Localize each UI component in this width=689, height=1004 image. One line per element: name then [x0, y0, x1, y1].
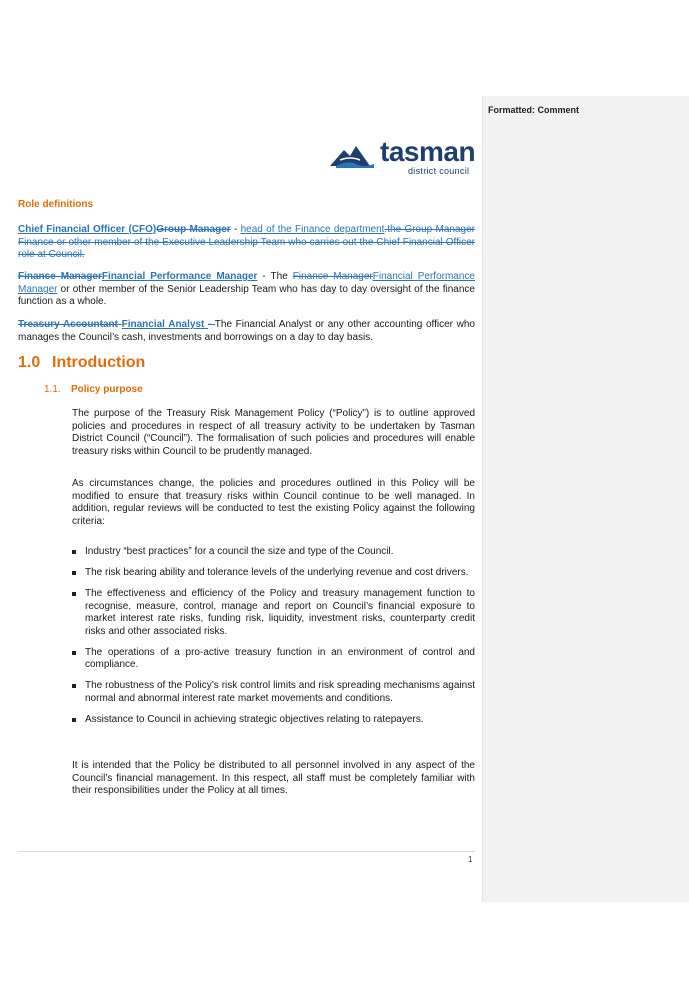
- bullet-square-icon: [72, 570, 76, 575]
- list-item-text: The robustness of the Policy’s risk cont…: [85, 680, 475, 704]
- bullet-square-icon: [72, 591, 76, 596]
- list-item-text: Industry “best practices” for a council …: [85, 546, 394, 557]
- subsection-title: Policy purpose: [71, 384, 143, 395]
- fpm-deleted-title: Finance Manager: [18, 271, 102, 282]
- list-item-text: The risk bearing ability and tolerance l…: [85, 566, 469, 578]
- bullet-square-icon: [72, 717, 76, 722]
- list-item: Assistance to Council in achieving strat…: [72, 714, 475, 727]
- page-number: 1: [468, 855, 473, 864]
- bullet-square-icon: [72, 650, 76, 655]
- list-item-text: The effectiveness and efficiency of the …: [85, 587, 475, 637]
- fa-inserted-title: Financial Analyst: [121, 319, 208, 330]
- logo-subtitle: district council: [408, 166, 470, 176]
- bullet-square-icon: [72, 684, 76, 689]
- fpm-deleted-ref: Finance Manager: [292, 271, 373, 282]
- document-page: [0, 0, 482, 1004]
- paragraph-distribution: It is intended that the Policy be distri…: [72, 760, 475, 797]
- list-item: Industry “best practices” for a council …: [72, 546, 475, 559]
- fa-rest: The Financial Analyst or any other accou…: [18, 319, 475, 343]
- fpm-rest: or other member of the Senior Leadership…: [18, 283, 475, 308]
- list-item-text: Assistance to Council in achieving strat…: [85, 713, 424, 725]
- paragraph-circumstances: As circumstances change, the policies an…: [72, 478, 475, 527]
- role-definitions-heading: Role definitions: [18, 199, 93, 210]
- subsection-number: 1.1.: [44, 384, 61, 395]
- section-title: Introduction: [52, 354, 146, 371]
- list-item-text: The operations of a pro-active treasury …: [85, 646, 475, 671]
- role-fpm-definition: Finance ManagerFinancial Performance Man…: [18, 271, 475, 309]
- comment-pane-header: Formatted: Comment: [488, 105, 580, 115]
- footer-divider: [18, 851, 475, 852]
- list-item: The operations of a pro-active treasury …: [72, 647, 475, 672]
- fpm-inserted-title: Financial Performance Manager: [101, 271, 258, 282]
- cfo-inserted-text: head of the Finance department: [240, 224, 385, 235]
- fpm-mid: - The: [257, 271, 293, 282]
- fa-deleted-title: Treasury Accountant: [18, 319, 122, 330]
- section-heading: 1.0 Introduction: [18, 354, 145, 372]
- cfo-dash: -: [230, 224, 241, 235]
- list-item: The risk bearing ability and tolerance l…: [72, 567, 475, 580]
- tasman-logo-icon: [330, 146, 374, 168]
- cfo-deleted-text: .the Group Manager Finance or other memb…: [18, 224, 476, 261]
- criteria-list: Industry “best practices” for a council …: [72, 546, 475, 735]
- logo-wordmark: tasman: [380, 136, 476, 167]
- comments-pane: [482, 96, 689, 902]
- fa-deleted-dash: -: [208, 319, 215, 330]
- cfo-deleted-title: Group Manager: [156, 224, 231, 235]
- role-cfo-definition: Chief Financial Officer (CFO)Group Manag…: [18, 224, 475, 262]
- page-edge-divider: [482, 96, 483, 902]
- list-item: The robustness of the Policy’s risk cont…: [72, 680, 475, 705]
- list-item: The effectiveness and efficiency of the …: [72, 588, 475, 638]
- paragraph-purpose: The purpose of the Treasury Risk Managem…: [72, 408, 475, 457]
- role-fa-definition: Treasury Accountant Financial Analyst - …: [18, 319, 475, 344]
- subsection-heading: 1.1. Policy purpose: [44, 384, 143, 395]
- cfo-inserted-title: Chief Financial Officer (CFO): [18, 224, 157, 235]
- bullet-square-icon: [72, 550, 76, 554]
- section-number: 1.0: [18, 354, 41, 371]
- fpm-inserted-ref: Financial Performance Manager: [18, 271, 475, 295]
